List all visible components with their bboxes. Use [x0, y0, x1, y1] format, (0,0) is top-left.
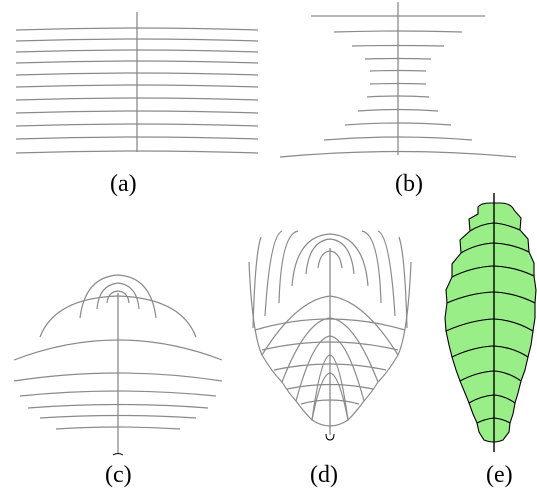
- panel-e-caption: (e): [486, 462, 513, 488]
- panel-c-arc: [79, 274, 157, 319]
- panel-c-caption: (c): [105, 462, 132, 488]
- panel-d-contour: [261, 317, 399, 384]
- panel-b-caption: (b): [395, 171, 423, 197]
- panel-b-drawing: [279, 2, 517, 158]
- panel-d-tip-mark: [325, 433, 335, 441]
- panel-d-contour: [311, 419, 349, 427]
- panel-d-contour: [295, 354, 365, 422]
- panel-a-caption: (a): [110, 171, 137, 197]
- panel-d-contour: [248, 261, 412, 357]
- panel-c-line: [39, 414, 197, 419]
- panel-c-arc: [106, 290, 130, 304]
- panel-c-drawing: [13, 274, 223, 456]
- panel-b-line: [333, 30, 463, 33]
- panel-d-contour: [261, 341, 399, 351]
- panel-a-line: [15, 38, 259, 42]
- panel-c-line: [55, 426, 181, 430]
- panel-d-contour: [291, 233, 369, 287]
- panel-c-arc: [39, 295, 197, 338]
- panel-a-line: [15, 123, 259, 127]
- panel-a-line: [15, 150, 259, 154]
- panel-a-drawing: [15, 12, 259, 154]
- panel-d-contour: [305, 238, 355, 275]
- panel-a-line: [15, 97, 259, 101]
- panel-b-line: [351, 44, 445, 47]
- panel-a-line: [15, 72, 259, 76]
- panel-c-line: [19, 390, 217, 397]
- panel-a-line: [15, 49, 259, 53]
- panel-a-line: [15, 110, 259, 114]
- panel-b-line: [323, 136, 473, 141]
- panel-b-line: [364, 57, 432, 60]
- panel-b-line: [369, 69, 427, 72]
- panel-d-contour: [300, 399, 360, 405]
- panel-b-line: [369, 82, 427, 85]
- panel-c-tip-mark: [112, 453, 124, 456]
- panel-c-line: [13, 339, 223, 361]
- panel-d-caption: (d): [310, 462, 338, 488]
- panel-d-drawing: [248, 230, 412, 441]
- panel-e-drawing: [444, 193, 537, 452]
- panel-b-line: [279, 150, 517, 158]
- panel-d-contour: [281, 335, 379, 403]
- panel-a-line: [15, 136, 259, 140]
- panel-d-contour: [264, 230, 396, 317]
- panel-d-contour: [286, 383, 374, 390]
- panel-b-line: [366, 95, 430, 98]
- panel-c-line: [13, 372, 223, 382]
- panel-b-line: [357, 108, 439, 112]
- panel-a-line: [15, 27, 259, 31]
- panel-d-contour: [273, 363, 387, 371]
- panel-a-line: [15, 84, 259, 88]
- panel-d-contour: [317, 250, 343, 269]
- panel-b-line: [344, 122, 452, 126]
- panel-c-line: [27, 403, 209, 409]
- panel-d-contour: [278, 230, 382, 304]
- panel-d-contour: [254, 318, 406, 331]
- panel-d-contour: [311, 372, 349, 421]
- panel-a-line: [15, 60, 259, 64]
